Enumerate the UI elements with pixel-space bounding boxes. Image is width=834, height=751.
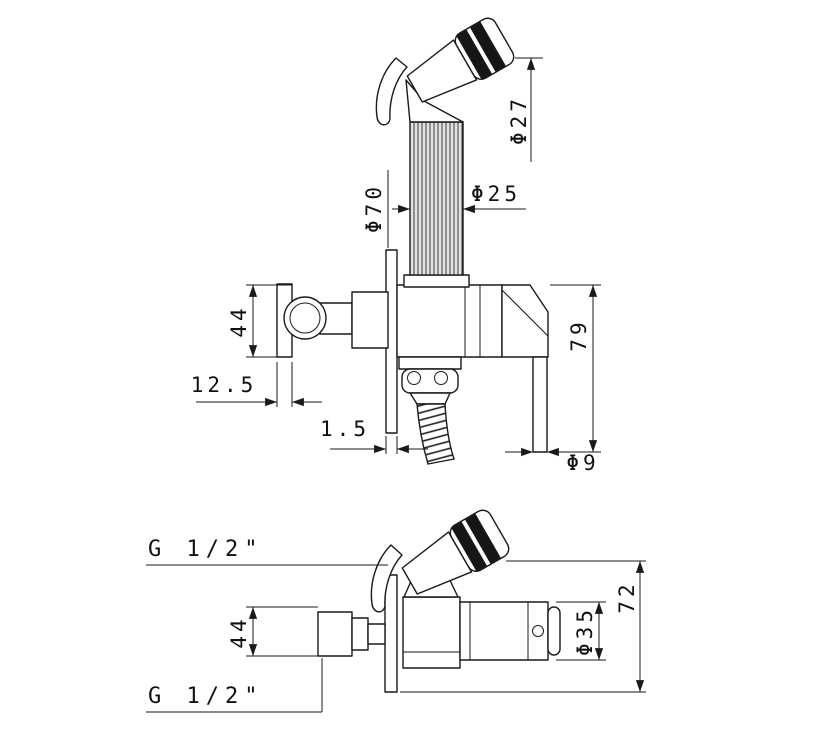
trigger-lever <box>375 57 408 126</box>
front-view: Φ27 Φ70 Φ25 44 12.5 <box>191 17 601 475</box>
dim-wall-offset: 12.5 <box>191 362 322 407</box>
dim-depth: 72 <box>400 560 646 693</box>
hose-nut-hole-left <box>407 371 421 385</box>
dim-label-wall-offset: 12.5 <box>191 373 258 397</box>
dim-handle-diameter: Φ25 <box>392 182 526 214</box>
supply-elbow <box>501 284 549 358</box>
dim-label-top-connection: G 1/2" <box>148 537 263 562</box>
dim-label-plate-thickness: 1.5 <box>320 417 370 441</box>
hose-flange <box>398 356 462 370</box>
dim-holder-height-side: 44 <box>227 606 318 657</box>
dim-label-bottom-connection: G 1/2" <box>148 684 263 709</box>
dim-label-body-diameter: Φ35 <box>573 606 597 656</box>
holder-ring-inner <box>289 302 321 334</box>
dim-holder-height: 44 <box>227 284 292 358</box>
dim-label-holder-height-side: 44 <box>227 615 251 648</box>
dim-label-drop-length: 79 <box>567 318 591 351</box>
cap-band-1 <box>456 29 493 80</box>
cylinder-end-cap <box>547 606 561 656</box>
dim-top-connection: G 1/2" <box>146 537 388 566</box>
dim-body-diameter: Φ35 <box>556 601 606 661</box>
spray-head-side <box>401 509 510 595</box>
inlet-stub <box>317 611 353 657</box>
side-view: G 1/2" 44 G 1/2" Φ35 72 <box>146 509 646 713</box>
inlet-step <box>351 617 369 651</box>
dim-hose-diameter: Φ9 <box>516 447 599 475</box>
dim-label-hose-diameter: Φ9 <box>566 451 599 475</box>
dim-label-head-diameter: Φ27 <box>507 95 531 145</box>
hose-nut-hole-right <box>434 371 448 385</box>
cap-band-2-side <box>465 513 501 564</box>
dim-label-holder-height: 44 <box>227 304 251 337</box>
handle-collar <box>403 274 470 288</box>
dim-bottom-connection: G 1/2" <box>146 658 323 713</box>
valve-body-side <box>402 596 461 669</box>
cap-band-1-side <box>451 521 488 572</box>
cap-band-2 <box>470 21 506 72</box>
supply-pipe <box>532 356 548 453</box>
dim-plate-thickness: 1.5 <box>320 417 428 454</box>
dim-label-depth: 72 <box>615 580 639 613</box>
trigger-lever-side <box>370 544 403 613</box>
shower-hose <box>416 403 455 465</box>
dim-label-rosette-diameter: Φ70 <box>362 183 386 233</box>
dim-rosette-diameter: Φ70 <box>362 170 389 248</box>
spray-head-body-side <box>401 531 473 595</box>
dim-head-diameter: Φ27 <box>507 57 543 162</box>
supply-elbow-edge <box>501 289 549 337</box>
body-cylinder <box>459 601 549 661</box>
inlet-pipe <box>367 623 386 645</box>
dim-label-handle-diameter: Φ25 <box>471 182 521 206</box>
spray-head <box>406 17 515 103</box>
valve-body-main <box>396 284 503 358</box>
set-screw-hole <box>532 625 544 637</box>
hose-taper <box>409 392 451 405</box>
wall-plate-side <box>384 574 398 693</box>
spray-head-body <box>406 39 478 103</box>
ribbed-handle <box>409 121 464 276</box>
valve-body-rear <box>351 291 389 349</box>
